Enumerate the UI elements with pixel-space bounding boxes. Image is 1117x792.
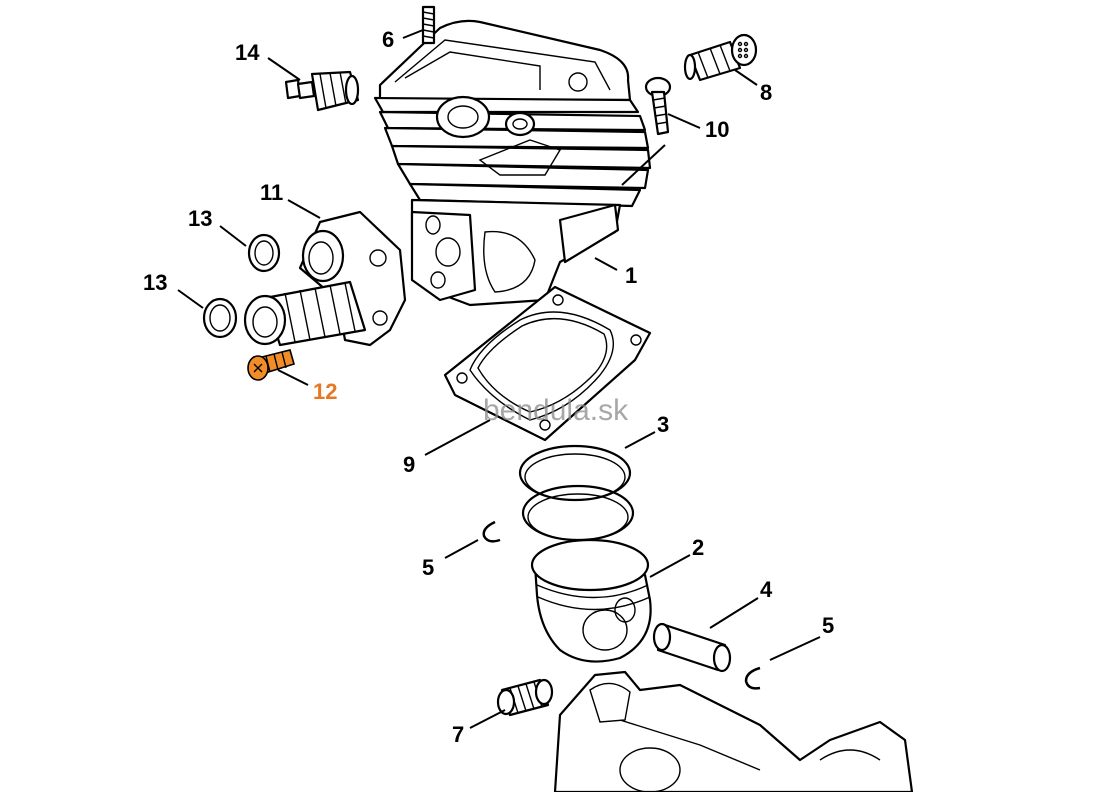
part-gasket[interactable] [443,285,652,442]
part-screw[interactable] [644,76,672,136]
part-intake-bellows[interactable] [243,280,367,347]
label-part-2[interactable]: 2 [692,535,704,560]
label-part-6[interactable]: 6 [382,27,394,52]
part-piston-rings[interactable] [518,444,635,542]
label-part-9[interactable]: 9 [403,452,415,477]
part-ring-lower[interactable] [202,297,238,339]
part-highlighted-screw[interactable] [247,349,295,381]
part-labels: 1 2 3 4 5 5 6 7 8 9 10 11 12 13 13 14 [143,27,834,747]
label-part-11[interactable]: 11 [260,180,283,205]
label-part-10[interactable]: 10 [705,117,729,142]
part-piston-pin[interactable] [652,622,732,673]
label-part-12[interactable]: 12 [313,379,337,404]
part-screen-plug[interactable] [683,33,758,82]
label-part-8[interactable]: 8 [760,80,772,105]
watermark-text: bendula.sk [483,394,629,427]
leader-lines [177,29,821,729]
part-circlip-right[interactable] [744,666,761,690]
label-part-5-right[interactable]: 5 [822,613,834,638]
part-stud[interactable] [421,5,436,45]
part-decompression-valve[interactable] [284,70,360,112]
part-intake-manifold[interactable] [298,210,407,347]
part-cylinder[interactable] [373,19,652,307]
label-part-14[interactable]: 14 [235,40,260,65]
part-crankcase-fragment [553,670,914,792]
label-part-13-lower[interactable]: 13 [143,270,167,295]
part-circlip-left[interactable] [482,520,501,543]
part-ring-upper[interactable] [247,233,281,273]
label-part-7[interactable]: 7 [452,722,464,747]
label-part-4[interactable]: 4 [760,577,773,602]
part-piston[interactable] [530,538,652,663]
label-part-13-upper[interactable]: 13 [188,206,212,231]
label-part-5-left[interactable]: 5 [422,555,434,580]
label-part-3[interactable]: 3 [657,412,669,437]
label-part-1[interactable]: 1 [625,263,637,288]
part-needle-cage[interactable] [496,678,554,717]
